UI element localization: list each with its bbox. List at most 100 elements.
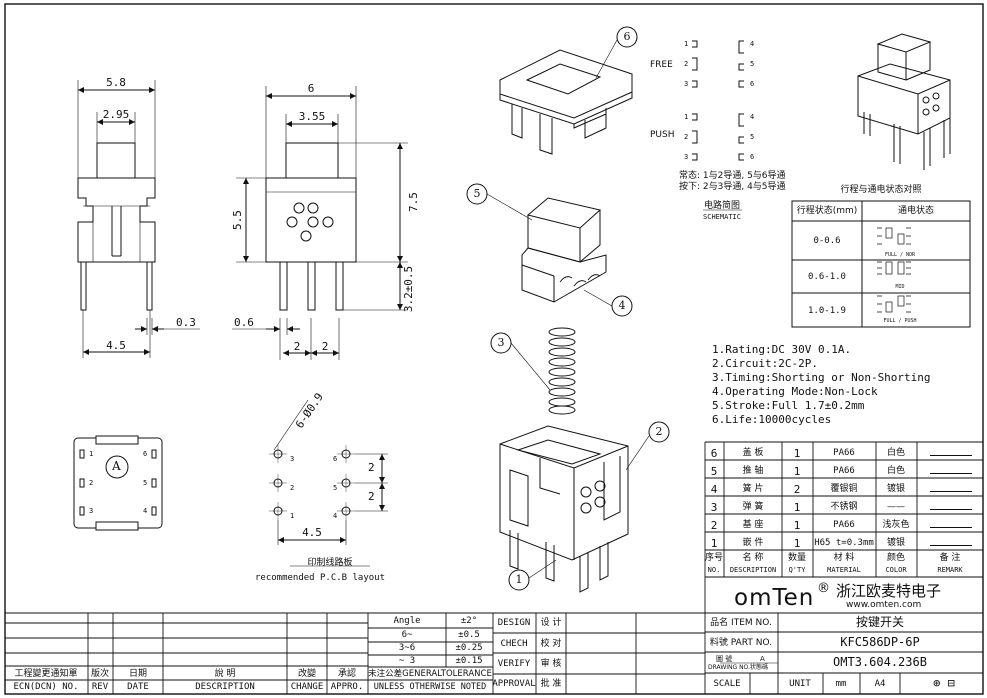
bom-cell: 6	[710, 447, 718, 460]
scale-label: SCALE	[713, 679, 741, 689]
bom-cell: 1	[793, 465, 801, 478]
sch-free-pin-2: 2	[684, 60, 689, 68]
dim-side-height: 5.5	[230, 210, 244, 230]
state-row-2: 0.6-1.0	[808, 272, 846, 282]
sch-free-pin-1: 1	[684, 40, 689, 48]
bom-cell: 盖 板	[742, 448, 764, 458]
dim-side-pitch-b: 2	[321, 340, 329, 353]
bom-remark-line	[930, 491, 972, 492]
approval-verify-en: VERIFY	[497, 659, 531, 669]
drawing-label-b: DRAWING NO.	[708, 664, 750, 671]
sch-free-pin-4: 4	[750, 40, 755, 48]
balloon-6: 6	[623, 30, 631, 43]
bom-cell: 1	[793, 519, 801, 532]
bom-remark-line	[930, 473, 972, 474]
top-view-mark: A	[112, 459, 121, 473]
state-table-title: 行程与通电状态对照	[840, 185, 922, 195]
rev-header-appro-en: APPRO.	[330, 682, 364, 692]
bom-cell: 不锈钢	[830, 502, 858, 512]
bom-cell: 2	[793, 483, 801, 496]
bom-remark-line	[930, 545, 972, 546]
balloon-5: 5	[473, 187, 481, 200]
bom-cell: 推 轴	[742, 466, 764, 476]
bom-cell: 镀银	[886, 484, 906, 494]
dim-front-width: 5.8	[106, 76, 126, 89]
dim-pcb-pitch-b: 2	[368, 490, 375, 503]
dim-side-pitch-a: 2	[293, 340, 301, 353]
state-row-3: 1.0-1.9	[808, 306, 846, 316]
tol-range-2-label: 3~6	[398, 643, 416, 653]
bom-cell: 1	[793, 447, 801, 460]
part-spring	[548, 327, 576, 415]
rev-header-date-en: DATE	[127, 682, 149, 692]
bom-cell: 白色	[886, 466, 906, 476]
state-table-header-state: 通电状态	[897, 206, 935, 216]
tol-range-3-label: ~ 3	[398, 656, 416, 666]
schematic	[692, 40, 744, 211]
sch-free-pin-6: 6	[750, 80, 755, 88]
spec-timing: 3.Timing:Shorting or Non-Shorting	[712, 371, 931, 384]
front-view	[77, 80, 200, 358]
pcb-pin-5: 5	[333, 484, 338, 492]
spec-life: 6.Life:10000cycles	[712, 413, 832, 426]
tol-range-1-label: 6~	[401, 630, 413, 640]
bom-remark-line	[930, 455, 972, 456]
bom-cell: 镀银	[886, 538, 906, 548]
sch-push-pin-6: 6	[750, 153, 755, 161]
bom-cell: 3	[710, 501, 718, 514]
bom-cell: 嵌 件	[742, 538, 764, 548]
bom-cell: 基 座	[742, 520, 764, 530]
bom-cell: 5	[710, 465, 718, 478]
sch-push-pin-5: 5	[750, 133, 755, 141]
state-sub-2: MID	[895, 284, 905, 290]
rev-header-ecn-en: ECN(DCN) NO.	[13, 682, 79, 692]
pcb-title: 印制线路板	[307, 558, 353, 568]
dim-side-pin-thk: 0.6	[234, 316, 254, 329]
rev-header-change-en: CHANGE	[290, 682, 324, 692]
bom-cell: 白色	[886, 448, 906, 458]
part-base	[499, 425, 629, 593]
tol-range-1-value: ±0.5	[458, 630, 480, 640]
approval-design-cn: 设 计	[540, 618, 562, 628]
state-row-1: 0-0.6	[813, 236, 841, 246]
dim-side-inner: 3.55	[298, 110, 326, 123]
schematic-subtitle: SCHEMATIC	[703, 213, 741, 221]
drawing-label-a: 圖 號	[716, 655, 733, 663]
bom-header-qty-cn: 数量	[787, 553, 807, 563]
item-value: 按键开关	[855, 615, 905, 629]
bom-cell: 1	[710, 537, 718, 550]
sch-free-pin-3: 3	[684, 80, 689, 88]
top-pin-1: 1	[89, 450, 94, 458]
state-sub-1: FULL / NOR	[884, 252, 916, 258]
bom-cell: 1	[793, 537, 801, 550]
bom-cell: 4	[710, 483, 718, 496]
schematic-note-normal: 常态: 1与2导通, 5与6导通	[679, 171, 786, 181]
sch-free-pin-5: 5	[750, 60, 755, 68]
tol-range-3-value: ±0.15	[455, 656, 483, 666]
company-name: 浙江欧麦特电子	[836, 582, 942, 600]
bom-header-qty-en: Q'TY	[788, 566, 806, 574]
schematic-free-label: FREE	[650, 60, 673, 70]
bom-header-remark-cn: 备 注	[939, 553, 961, 563]
approval-approval-en: APPROVAL	[492, 679, 536, 689]
dim-pcb-pitch-c: 4.5	[302, 526, 322, 539]
part-label: 料號 PART NO.	[709, 638, 773, 648]
dim-pcb-pitch-a: 2	[368, 461, 375, 474]
bom-cell: 簧 片	[742, 484, 764, 494]
top-view	[73, 435, 163, 531]
sch-push-pin-1: 1	[684, 113, 689, 121]
rev-header-ecn-cn: 工程變更通知單	[14, 669, 78, 679]
state-table	[791, 200, 971, 328]
tol-angle-value: ±2°	[460, 616, 478, 626]
pcb-pin-6: 6	[333, 455, 338, 463]
rev-header-change-cn: 改變	[297, 669, 317, 679]
dim-side-total: 7.5	[406, 192, 420, 212]
bom-grid	[705, 442, 983, 578]
top-pin-2: 2	[89, 479, 94, 487]
bom-cell: 1	[793, 501, 801, 514]
top-pin-4: 4	[143, 507, 148, 515]
bom-header-color-cn: 颜色	[886, 553, 906, 563]
top-pin-6: 6	[143, 450, 148, 458]
dim-front-pin-pitch: 4.5	[106, 339, 126, 352]
tol-footer-b: UNLESS OTHERWISE NOTED	[373, 682, 487, 692]
